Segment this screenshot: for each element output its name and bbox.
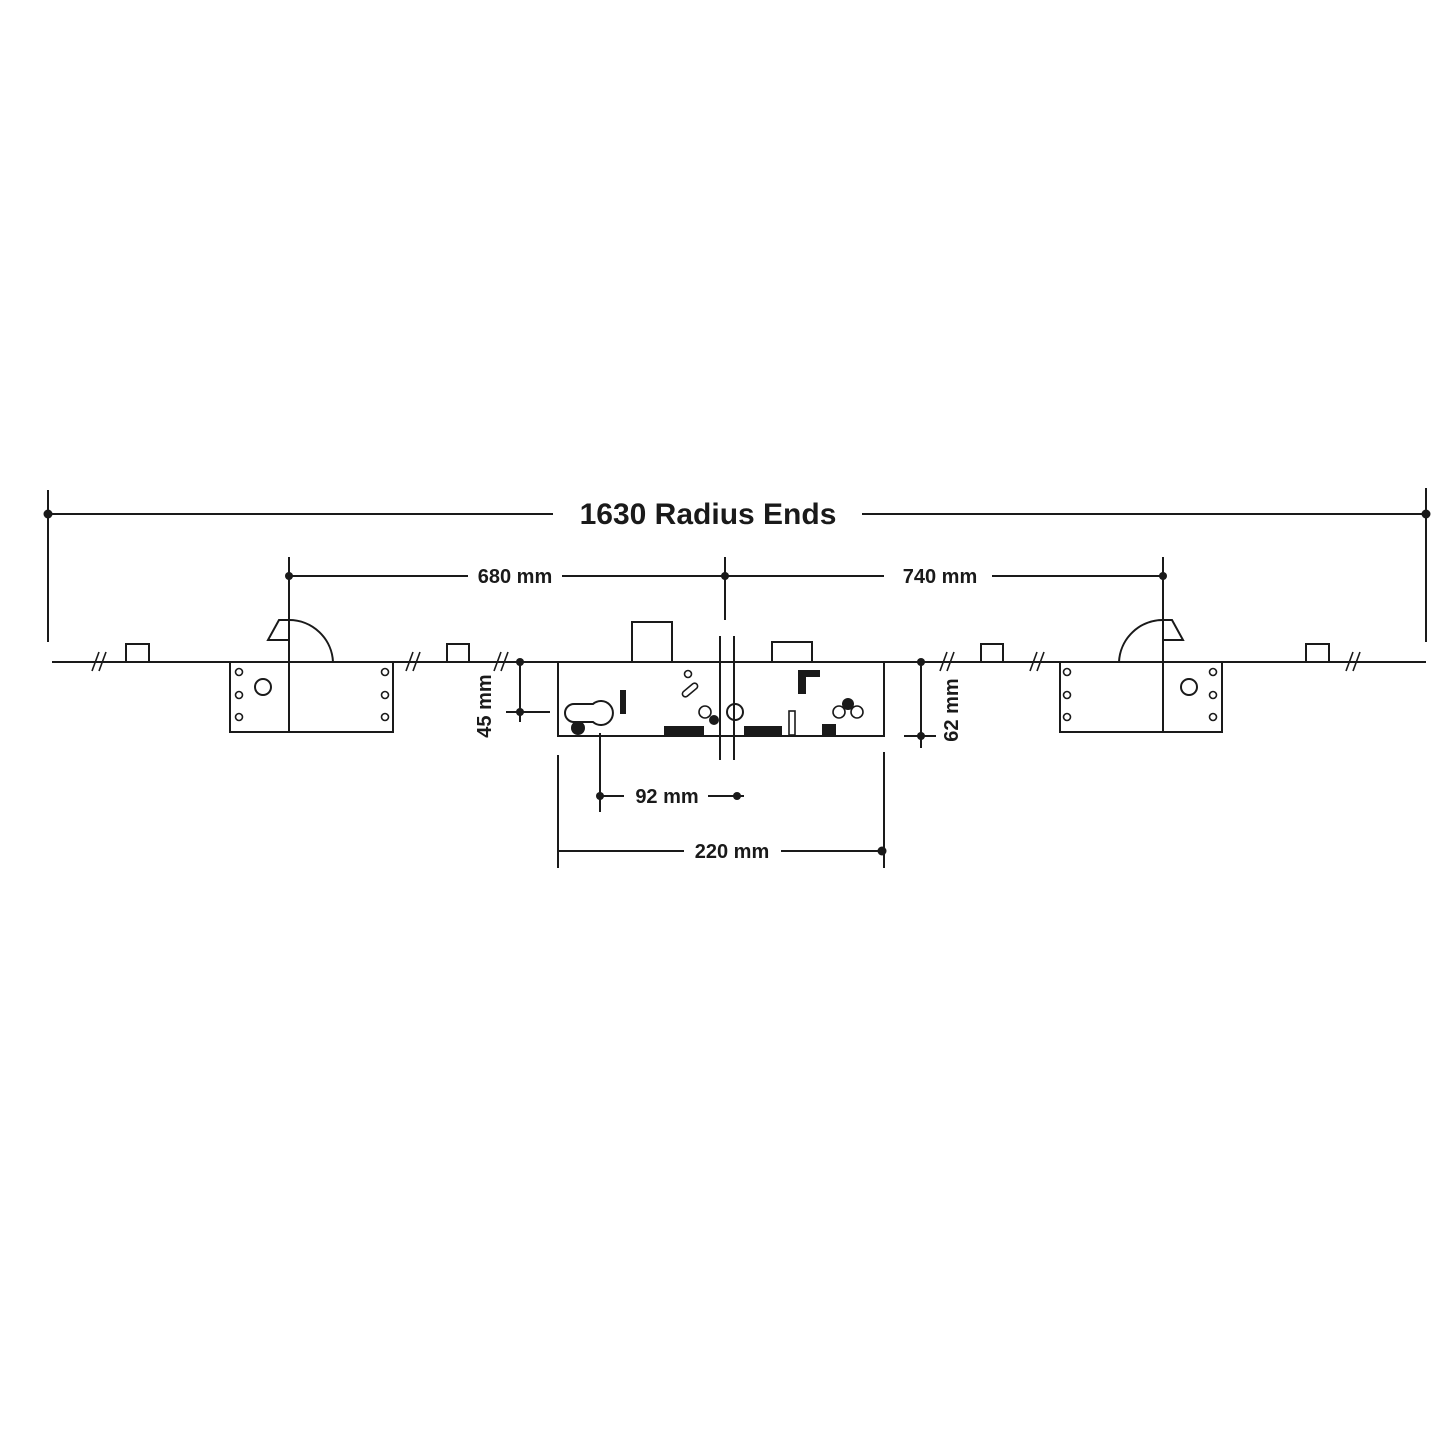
overall-length-label: 1630 Radius Ends xyxy=(580,498,837,531)
faceplate-height-45-dimension: 45 mm xyxy=(474,658,550,738)
faceplate-height-62-dimension: 62 mm xyxy=(904,658,963,748)
faceplate-height-62-label: 62 mm xyxy=(941,678,963,741)
left-hook-gearbox xyxy=(229,598,394,733)
roller-cams xyxy=(125,643,1330,663)
overall-dimension: 1630 Radius Ends xyxy=(43,488,1431,642)
centre-lock-case xyxy=(557,621,885,760)
right-hook-distance-label: 740 mm xyxy=(903,566,978,588)
break-marks xyxy=(91,651,1361,672)
centre-distance-dimension: 92 mm xyxy=(596,733,744,812)
case-length-label: 220 mm xyxy=(695,841,770,863)
centre-distance-label: 92 mm xyxy=(635,786,698,808)
right-hook-gearbox xyxy=(1059,598,1223,733)
faceplate-height-45-label: 45 mm xyxy=(474,674,496,737)
left-hook-distance-label: 680 mm xyxy=(478,566,553,588)
case-length-dimension: 220 mm xyxy=(557,752,887,868)
hook-spacing-dimension: 680 mm 740 mm xyxy=(285,557,1167,620)
